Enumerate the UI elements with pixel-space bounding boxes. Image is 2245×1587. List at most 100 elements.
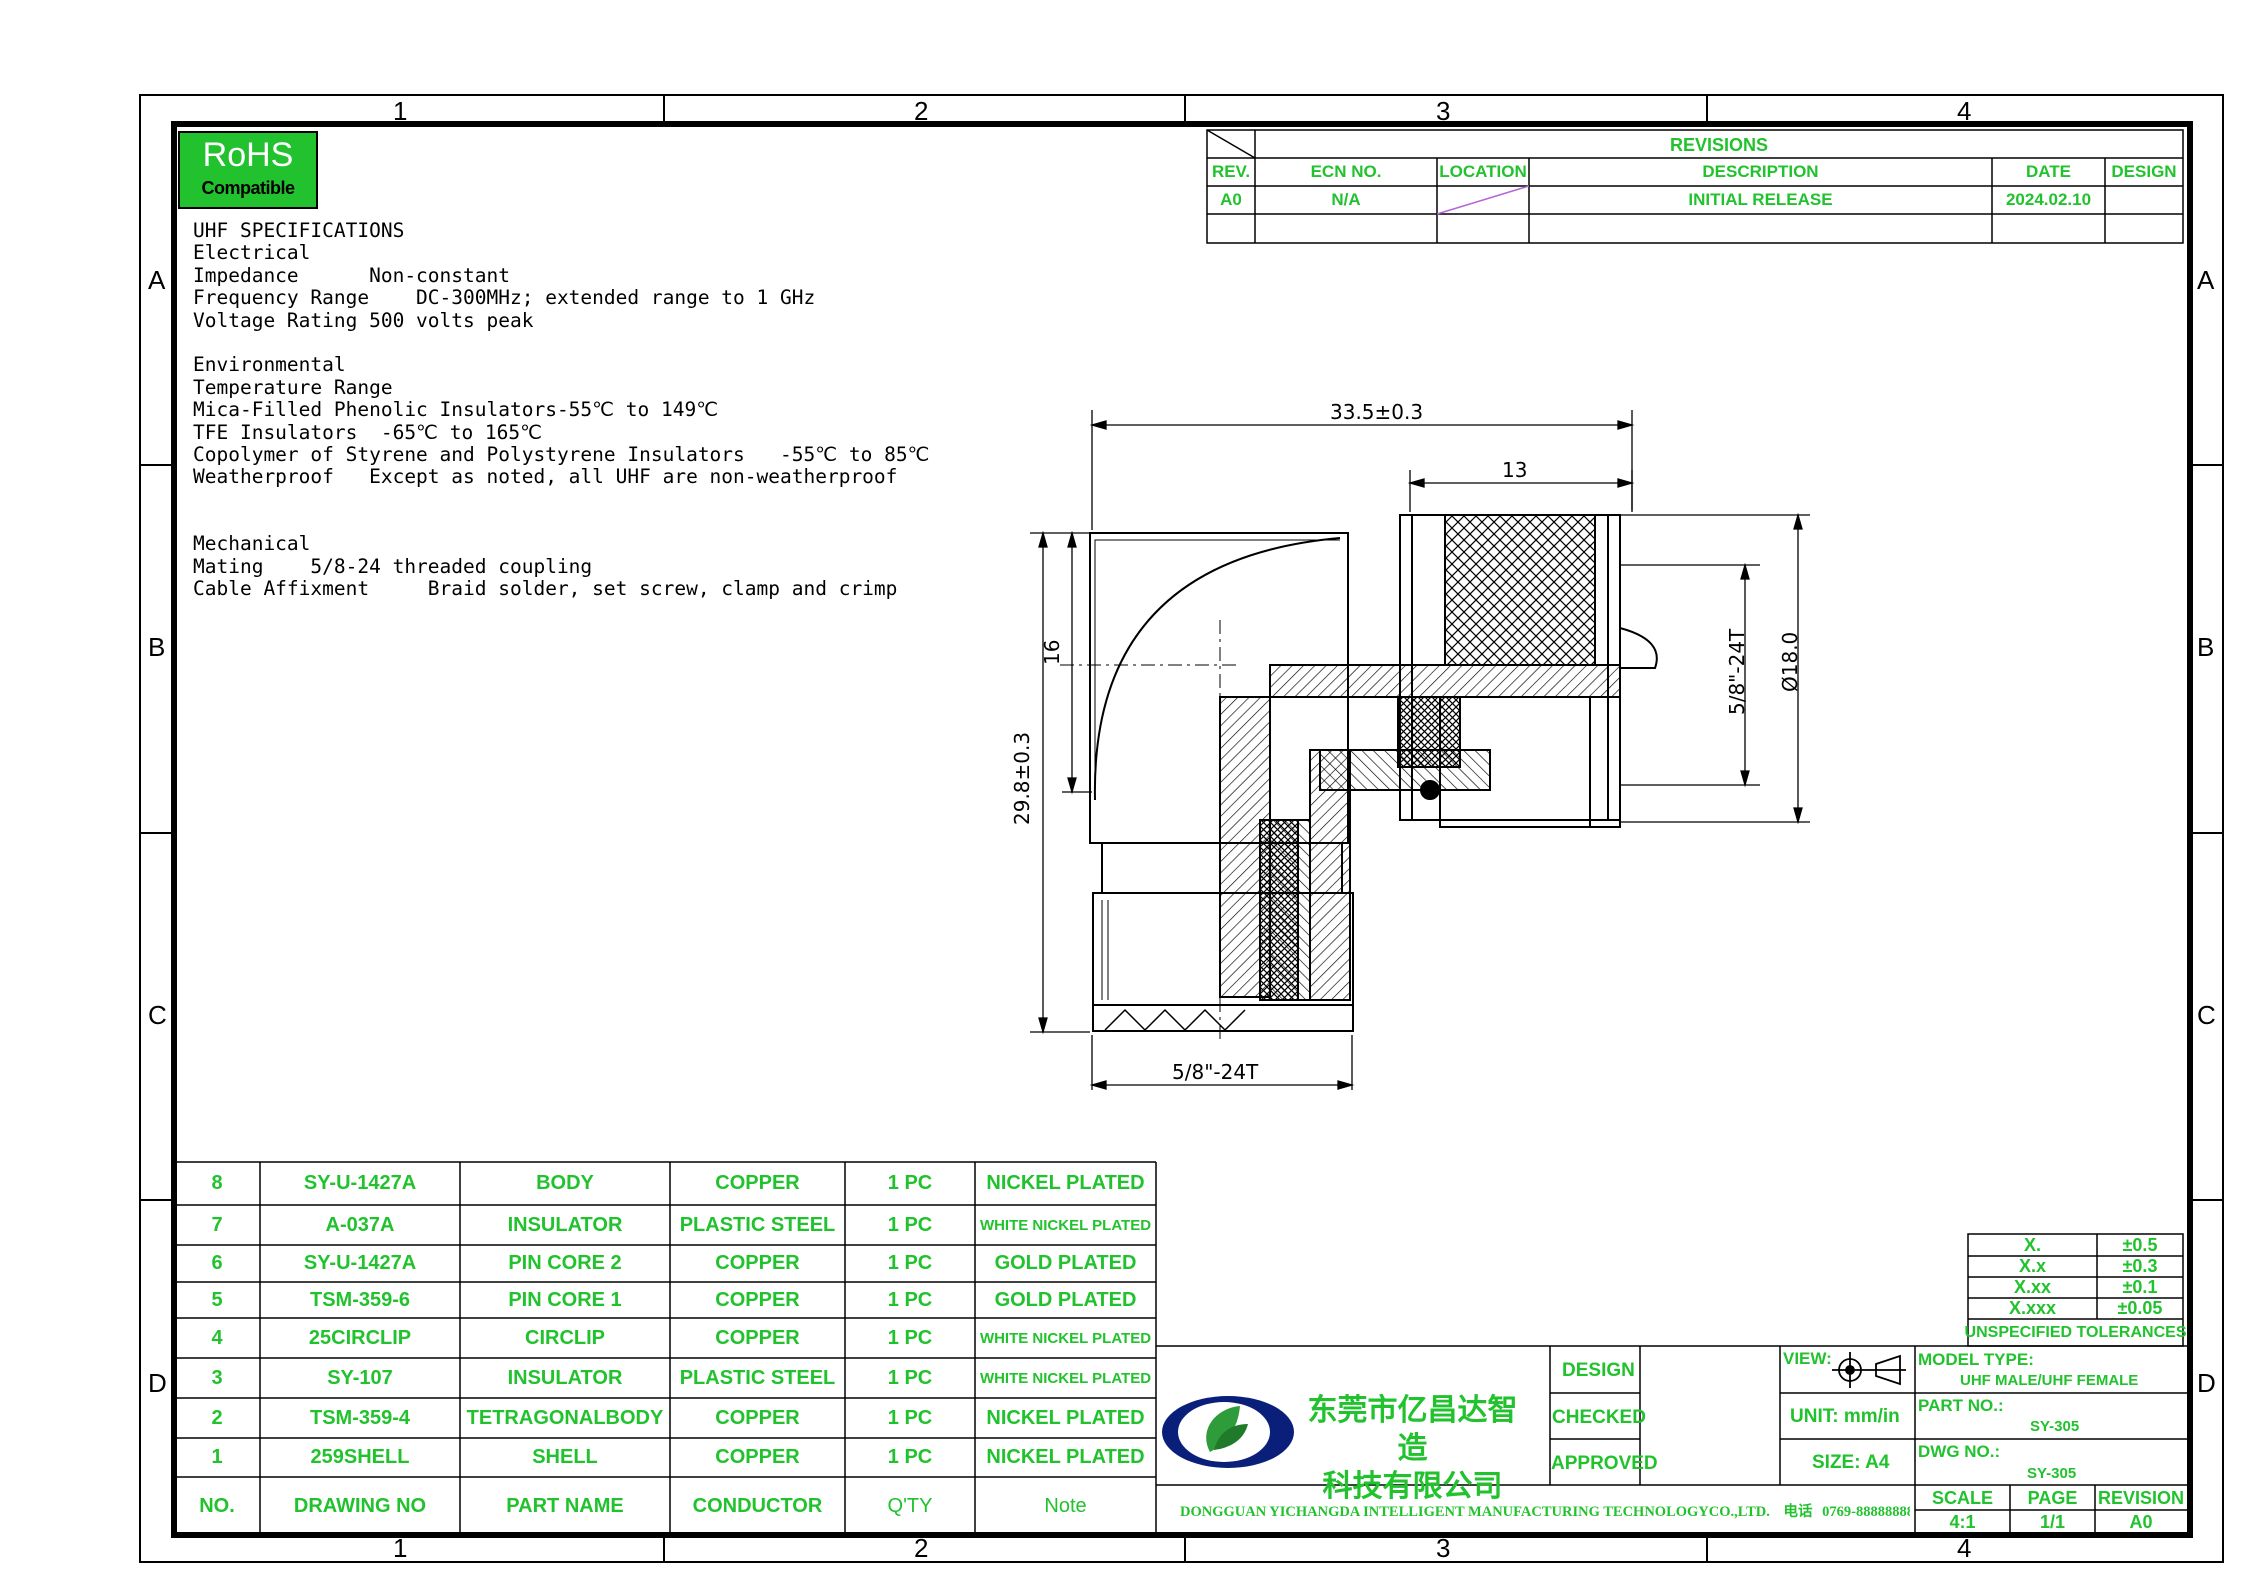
bom-qty: 1 PC bbox=[887, 1326, 933, 1349]
bom-header-conductor: CONDUCTOR bbox=[692, 1494, 823, 1517]
bom-qty: 1 PC bbox=[887, 1252, 933, 1274]
zone-row-c-right: C bbox=[2197, 1000, 2216, 1030]
bom-no: 1 bbox=[211, 1446, 223, 1468]
spec-line: Weatherproof Except as noted, all UHF ar… bbox=[193, 465, 898, 489]
company-logo bbox=[1158, 1390, 1298, 1474]
revision-label: REVISION bbox=[2097, 1487, 2185, 1508]
dwg-no-label: DWG NO.: bbox=[1918, 1442, 2001, 1461]
bom-drawing-no: 259SHELL bbox=[310, 1446, 410, 1468]
rev-header-date: DATE bbox=[2025, 162, 2071, 181]
bom-no: 5 bbox=[211, 1288, 223, 1311]
bom-header-note: Note bbox=[1044, 1494, 1087, 1517]
bom-drawing-no: SY-107 bbox=[327, 1366, 393, 1389]
bom-note: GOLD PLATED bbox=[994, 1288, 1137, 1311]
company-name-en-line: DONGGUAN YICHANGDA INTELLIGENT MANUFACTU… bbox=[1180, 1500, 1910, 1521]
bom-part-name: INSULATOR bbox=[507, 1366, 623, 1389]
phone-label: 电话 bbox=[1783, 1504, 1813, 1520]
bom-qty: 1 PC bbox=[887, 1406, 933, 1429]
bom-part-name: TETRAGONALBODY bbox=[466, 1406, 664, 1429]
connector-drawing bbox=[1060, 514, 1658, 1040]
bom-note: WHITE NICKEL PLATED bbox=[979, 1369, 1152, 1387]
company-name-en: DONGGUAN YICHANGDA INTELLIGENT MANUFACTU… bbox=[1180, 1504, 1770, 1520]
rev-header-rev: REV. bbox=[1211, 162, 1251, 181]
tol-xxx-label: X.xx bbox=[2013, 1277, 2052, 1297]
spec-line: Voltage Rating 500 volts peak bbox=[193, 308, 534, 332]
bom-no: 6 bbox=[211, 1252, 223, 1274]
zone-row-b-left: B bbox=[148, 632, 166, 662]
rev-row-description: INITIAL RELEASE bbox=[1688, 190, 1833, 209]
dim-thread-bottom: 5/8"-24T bbox=[1172, 1060, 1259, 1084]
part-no-value: SY-305 bbox=[2030, 1418, 2080, 1435]
page-value: 1/1 bbox=[2039, 1511, 2066, 1532]
bom-no: 3 bbox=[211, 1366, 223, 1389]
checked-label: CHECKED bbox=[1552, 1407, 1646, 1428]
design-label: DESIGN bbox=[1562, 1360, 1635, 1381]
rev-header-ecn: ECN NO. bbox=[1310, 162, 1382, 181]
tol-xx-label: X.x bbox=[2018, 1256, 2047, 1276]
bom-part-name: PIN CORE 1 bbox=[508, 1288, 622, 1311]
revisions-table-lines bbox=[1206, 129, 2184, 244]
spec-line: Environmental bbox=[193, 353, 346, 377]
zone-col-3-top: 3 bbox=[1436, 96, 1451, 126]
bom-note: NICKEL PLATED bbox=[986, 1406, 1145, 1429]
size-label: SIZE: A4 bbox=[1812, 1452, 1890, 1473]
spec-line: UHF SPECIFICATIONS bbox=[193, 219, 405, 242]
company-name-cn-line1: 东莞市亿昌达智造 bbox=[1307, 1393, 1518, 1466]
spec-line bbox=[193, 332, 929, 354]
bom-note: WHITE NICKEL PLATED bbox=[979, 1329, 1152, 1347]
scale-label: SCALE bbox=[1931, 1487, 1993, 1508]
bom-conductor: COPPER bbox=[715, 1252, 800, 1274]
bom-drawing-no: TSM-359-6 bbox=[309, 1288, 411, 1311]
bom-note: GOLD PLATED bbox=[994, 1252, 1137, 1274]
part-no-label: PART NO.: bbox=[1918, 1396, 2004, 1415]
bom-no: 4 bbox=[211, 1326, 223, 1349]
company-name-cn-line2: 科技有限公司 bbox=[1322, 1469, 1503, 1504]
bom-conductor: COPPER bbox=[715, 1172, 800, 1194]
rohs-title: RoHS bbox=[202, 136, 294, 174]
rev-header-design: DESIGN bbox=[2111, 162, 2177, 181]
zone-row-a-left: A bbox=[148, 265, 166, 295]
bom-drawing-no: A-037A bbox=[325, 1213, 395, 1236]
zone-col-3-bottom: 3 bbox=[1436, 1533, 1451, 1563]
dim-overall-length: 33.5±0.3 bbox=[1330, 400, 1424, 424]
bom-drawing-no: SY-U-1427A bbox=[303, 1252, 417, 1274]
bom-header-qty: Q'TY bbox=[887, 1494, 933, 1517]
bom-table-lines bbox=[174, 1161, 1157, 1535]
bom-header-no: NO. bbox=[199, 1494, 235, 1517]
spec-line bbox=[193, 489, 929, 511]
spec-line: Electrical bbox=[193, 241, 311, 265]
tol-caption: UNSPECIFIED TOLERANCES bbox=[1964, 1323, 2187, 1341]
spec-line: Copolymer of Styrene and Polystyrene Ins… bbox=[193, 442, 930, 466]
dim-thread-side: 5/8"-24T bbox=[1725, 628, 1749, 715]
spec-line: Impedance Non-constant bbox=[193, 263, 510, 287]
zone-col-4-bottom: 4 bbox=[1957, 1533, 1972, 1563]
dim-height-total: 29.8±0.3 bbox=[1010, 731, 1034, 825]
bom-header-drawing-no: DRAWING NO bbox=[293, 1494, 427, 1517]
bom-qty: 1 PC bbox=[887, 1446, 933, 1468]
bom-drawing-no: 25CIRCLIP bbox=[308, 1326, 412, 1349]
spec-line: Temperature Range bbox=[193, 375, 393, 399]
bom-conductor: COPPER bbox=[715, 1446, 800, 1468]
bom-header-part-name: PART NAME bbox=[506, 1494, 624, 1517]
dwg-no-value: SY-305 bbox=[2027, 1465, 2077, 1482]
zone-row-d-right: D bbox=[2197, 1368, 2216, 1398]
bom-part-name: BODY bbox=[536, 1172, 594, 1194]
tol-xxx-value: ±0.1 bbox=[2122, 1277, 2158, 1297]
rev-row-rev: A0 bbox=[1220, 190, 1242, 209]
zone-row-a-right: A bbox=[2197, 265, 2215, 295]
zone-row-d-left: D bbox=[148, 1368, 167, 1398]
rohs-subtitle: Compatible bbox=[201, 178, 295, 198]
zone-col-2-top: 2 bbox=[914, 96, 929, 126]
model-type-label: MODEL TYPE: bbox=[1918, 1350, 2034, 1369]
spec-line: Mating 5/8-24 threaded coupling bbox=[193, 554, 593, 578]
revisions-title: REVISIONS bbox=[1669, 134, 1769, 155]
bom-conductor: COPPER bbox=[715, 1288, 800, 1311]
phone-number: 0769-88888888 bbox=[1822, 1504, 1910, 1520]
bom-no: 2 bbox=[211, 1406, 223, 1429]
bom-note: NICKEL PLATED bbox=[986, 1172, 1145, 1194]
bom-conductor: COPPER bbox=[715, 1406, 800, 1429]
rev-row-date: 2024.02.10 bbox=[2005, 190, 2092, 209]
bom-drawing-no: SY-U-1427A bbox=[303, 1172, 417, 1194]
